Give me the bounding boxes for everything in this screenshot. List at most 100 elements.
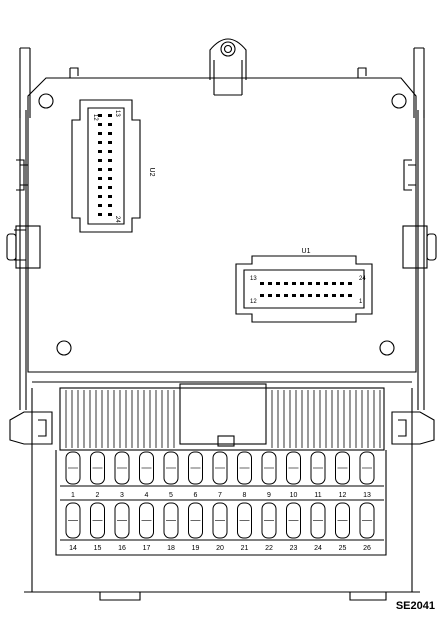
fuse-label: 1	[71, 492, 75, 499]
connector-pin	[98, 132, 102, 135]
top-mounting-tab	[209, 38, 247, 96]
connector-pin	[292, 282, 296, 285]
fuse-label: 6	[194, 492, 198, 499]
figure-id: SE2041	[395, 600, 435, 612]
connector-pin	[260, 294, 264, 297]
connector-pin	[108, 114, 112, 117]
connector-pin	[98, 195, 102, 198]
fuse-label: 5	[169, 492, 173, 499]
connector-pin	[324, 282, 328, 285]
connector-pin	[324, 294, 328, 297]
fuse-label: 19	[192, 545, 200, 552]
connector-pin	[300, 294, 304, 297]
u2-pin-label-bottom-right: 24	[114, 216, 120, 223]
connector-pin	[316, 282, 320, 285]
connector-pin	[332, 294, 336, 297]
fuse-15: 15	[90, 502, 105, 552]
fuse-23: 23	[286, 502, 301, 552]
fuse-label: 11	[314, 492, 321, 499]
fuse-26: 26	[359, 502, 375, 552]
connector-pin	[98, 168, 102, 171]
fuse-8: 8	[237, 451, 252, 499]
fuse-19: 19	[188, 502, 203, 552]
connector-pin	[98, 159, 102, 162]
connector-pin	[268, 282, 272, 285]
u1-pin-label-bottom-right: 1	[359, 299, 363, 305]
side-clip-right	[403, 159, 416, 191]
upper-housing	[27, 77, 417, 373]
connector-pin	[108, 123, 112, 126]
connector-pin	[348, 294, 352, 297]
fuse-21: 21	[237, 502, 252, 552]
u1-pin-label-top-left: 13	[250, 276, 257, 282]
fuse-16: 16	[114, 502, 130, 552]
connector-pin	[98, 213, 102, 216]
connector-pin	[108, 213, 112, 216]
fuse-label: 22	[265, 545, 273, 552]
connector-pin	[340, 294, 344, 297]
fuse-label: 16	[118, 545, 126, 552]
connector-pin	[260, 282, 264, 285]
fuse-label: 10	[290, 492, 298, 499]
connector-pin	[108, 150, 112, 153]
side-knob-left	[6, 225, 41, 269]
fuse-10: 10	[286, 451, 301, 499]
fuse-label: 13	[363, 492, 371, 499]
connector-u2	[71, 99, 141, 233]
connector-u1	[235, 255, 373, 323]
connector-pin	[98, 123, 102, 126]
fuse-22: 22	[261, 502, 277, 552]
connector-pin	[108, 195, 112, 198]
connector-pin	[332, 282, 336, 285]
fuse-13: 13	[359, 451, 375, 499]
fuse-label: 3	[120, 492, 124, 499]
fuse-14: 14	[65, 502, 81, 552]
lower-housing	[24, 388, 420, 593]
fuse-label: 18	[167, 545, 175, 552]
fuse-label: 24	[314, 545, 322, 552]
side-clip-left	[16, 159, 28, 191]
fuse-2: 2	[90, 451, 105, 499]
fuse-label: 21	[241, 545, 249, 552]
fuse-label: 20	[216, 545, 224, 552]
fuse-label: 9	[267, 492, 271, 499]
fuse-label: 17	[143, 545, 151, 552]
connector-pin	[108, 168, 112, 171]
connector-pin	[108, 177, 112, 180]
fuse-4: 4	[139, 451, 154, 499]
fuse-1: 1	[65, 451, 81, 499]
side-knob-right	[402, 225, 437, 269]
fuse-label: 7	[218, 492, 222, 499]
connector-pin	[292, 294, 296, 297]
u1-pin-label-bottom-left: 12	[250, 299, 257, 305]
connector-pin	[348, 282, 352, 285]
mounting-hole	[38, 93, 407, 356]
connector-pin	[308, 282, 312, 285]
fuse-17: 17	[139, 502, 154, 552]
lower-clip-right	[391, 411, 435, 445]
fuse-7: 7	[212, 451, 228, 499]
connector-pin	[284, 282, 288, 285]
u2-pin-label-top-left: 12	[92, 114, 98, 121]
connector-pin	[316, 294, 320, 297]
fuse-3: 3	[114, 451, 130, 499]
fuse-24: 24	[310, 502, 326, 552]
fuse-12: 12	[335, 451, 350, 499]
connector-pin	[98, 141, 102, 144]
right-mounting-bracket	[413, 47, 425, 410]
fuse-label: 2	[96, 492, 100, 499]
u1-label: U1	[302, 248, 311, 255]
connector-pin	[308, 294, 312, 297]
fuse-label: 23	[290, 545, 298, 552]
fuse-5: 5	[163, 451, 179, 499]
connector-pin	[98, 150, 102, 153]
fuse-label: 25	[339, 545, 347, 552]
lower-clip-left	[9, 411, 53, 445]
u2-pin-label-top-right: 13	[114, 110, 120, 117]
connector-pin	[108, 159, 112, 162]
fuse-9: 9	[261, 451, 277, 499]
fuse-label: 26	[363, 545, 371, 552]
u1-pin-label-top-right: 24	[359, 276, 366, 282]
top-clip-right	[357, 67, 367, 78]
